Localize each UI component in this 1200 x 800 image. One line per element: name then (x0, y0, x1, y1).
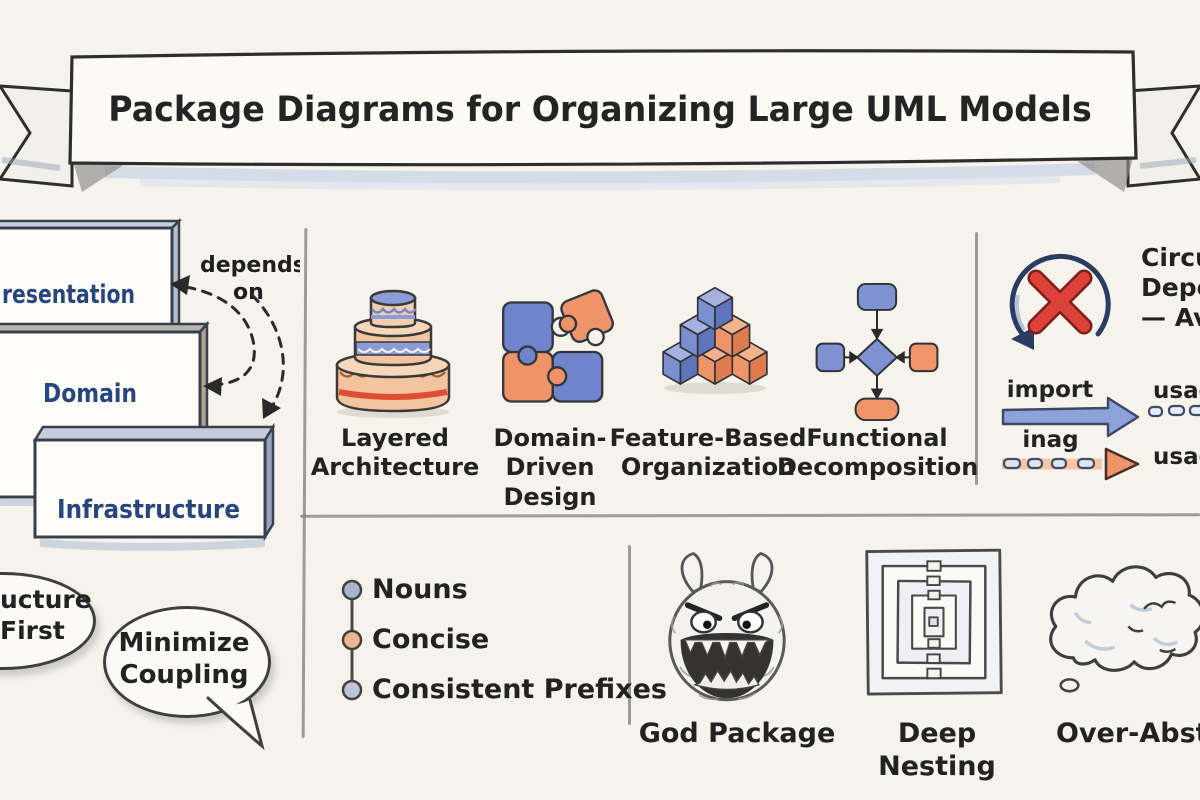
puzzle-icon (502, 289, 614, 403)
nested-squares-icon (865, 548, 1003, 696)
horizontal-divider (299, 513, 1200, 518)
strategy-label-functional: Functional Decomposition (777, 424, 979, 482)
bubble-tail (206, 696, 265, 751)
bullet-dot-nouns (341, 579, 363, 601)
vertical-divider-left (301, 227, 307, 739)
antipattern-label-over-abstraction: Over-Abstrac (1056, 718, 1200, 749)
vertical-divider-bottom (628, 545, 631, 725)
ribbon-shadow-stroke (104, 163, 1096, 184)
infrastructure-box: Infrastructure (32, 422, 276, 551)
ribbon-left-fold (72, 158, 130, 192)
monster-icon (668, 552, 786, 702)
page-title: Package Diagrams for Organizing Large UM… (108, 60, 1092, 160)
domain-box: Domain (0, 320, 210, 507)
infrastructure-label: Infrastructure (57, 495, 240, 525)
presentation-box: resentation (0, 217, 183, 334)
stacked-cubes-icon (662, 286, 768, 394)
ribbon-shadow-stroke2 (139, 175, 1061, 191)
cloud-swirls (1127, 600, 1177, 653)
minimize-coupling-text: Minimize Coupling (118, 628, 250, 690)
domain-label: Domain (43, 379, 137, 409)
ribbon-right-fold (1077, 158, 1133, 192)
layer-cake-icon (335, 289, 451, 418)
arrow-legend (1001, 396, 1200, 481)
strategy-label-feature: Feature-Based Organization (609, 424, 807, 482)
import-arrow (1001, 396, 1140, 438)
layer-stack-panel: resentation Domain Infrastructure depend… (0, 217, 300, 551)
antipattern-label-god-package: God Package (638, 718, 836, 749)
structure-first-text: ucture First (0, 585, 92, 645)
page-title-text: Package Diagrams for Organizing Large UM… (108, 90, 1092, 130)
naming-item-nouns: Nouns (372, 574, 468, 605)
red-x-mark (1027, 269, 1093, 335)
naming-item-prefixes: Consistent Prefixes (372, 674, 667, 705)
title-ribbon (0, 49, 1200, 192)
usage-label-top: usag (1153, 378, 1200, 404)
dependency-arcs (184, 285, 285, 413)
cycle-arrowhead (1011, 327, 1034, 350)
ribbon-right-tail-shading (1139, 157, 1197, 169)
dependency-arrowheads (170, 275, 281, 419)
thought-dot (1059, 678, 1080, 693)
ribbon-right-tail (1126, 84, 1200, 188)
bullet-dot-prefixes (341, 679, 363, 701)
no-cycle-icon (1009, 253, 1111, 350)
naming-list-bullets (341, 579, 363, 701)
usage-label-bottom: usag (1153, 444, 1200, 470)
naming-item-concise: Concise (372, 624, 490, 655)
bullet-dot-concise (341, 629, 363, 651)
strategy-label-ddd: Domain-Driven Design (493, 424, 607, 511)
ribbon-left-tail (0, 84, 74, 188)
import-arrow-label: import (1006, 377, 1094, 403)
nesting-connectors (926, 560, 942, 680)
cloud-shading (1073, 603, 1179, 651)
ribbon-left-tail-shading (1, 157, 61, 171)
depends-label-line1: depends (200, 253, 300, 278)
antipattern-label-deep-nesting: Deep Nesting (878, 718, 996, 782)
strategy-label-layered: Layered Architecture (310, 424, 480, 482)
inag-arrow-label: inag (1022, 427, 1079, 453)
usage-arrow-top (1147, 404, 1200, 418)
ribbon-panel (68, 49, 1138, 167)
vertical-divider-right-top (975, 232, 978, 485)
presentation-label: resentation (2, 280, 135, 310)
cloud-icon (1049, 565, 1200, 693)
minimize-coupling-bubble (103, 606, 271, 718)
flowchart-icon (815, 282, 939, 422)
circular-dependencies-label: Circul Depend — Avo (1141, 243, 1200, 332)
usage-arrow-orange (1002, 447, 1140, 481)
